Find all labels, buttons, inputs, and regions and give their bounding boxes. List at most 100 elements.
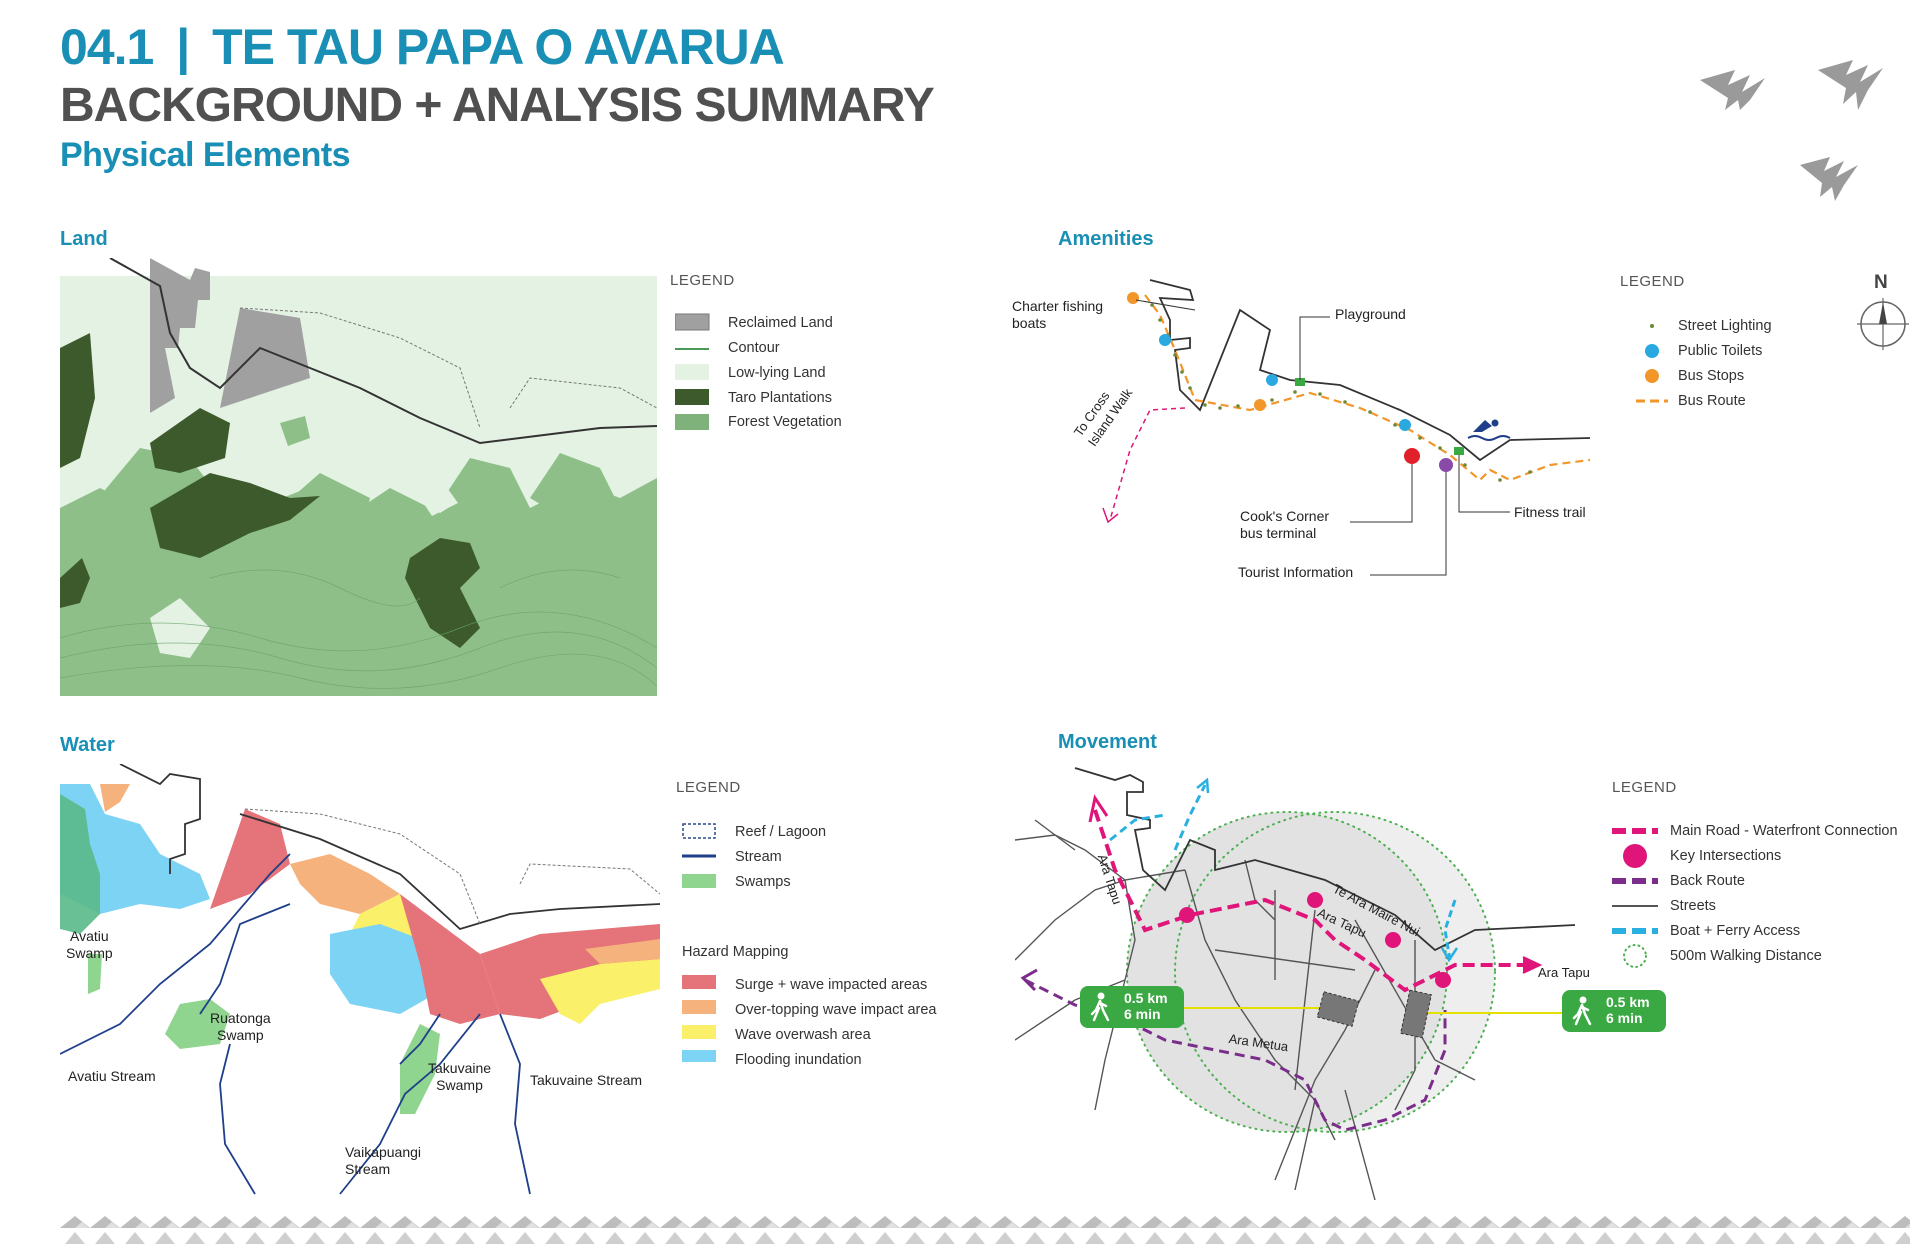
title-separator: | xyxy=(176,19,190,75)
fitness-trail-label: Fitness trail xyxy=(1514,504,1586,520)
ara-tapu-right-label: Ara Tapu xyxy=(1538,965,1590,980)
playground-label: Playground xyxy=(1335,306,1406,322)
walk-time: 6 min xyxy=(1606,1010,1643,1026)
arrow-icon xyxy=(1088,794,1109,823)
hazard-legend-item: Over-topping wave impact area xyxy=(735,1002,937,1018)
leader-line xyxy=(1299,316,1330,380)
forest-patch xyxy=(280,416,310,446)
land-legend-item: Contour xyxy=(728,340,780,356)
amenities-legend-swatches xyxy=(1636,324,1668,403)
key-intersection xyxy=(1435,972,1451,988)
bird-icon xyxy=(1800,157,1858,201)
public-toilet-swatch xyxy=(1645,344,1659,358)
bird-icon xyxy=(1818,60,1883,110)
walking-person-icon xyxy=(1090,992,1110,1022)
land-legend-title: LEGEND xyxy=(670,272,735,289)
public-toilet-marker xyxy=(1399,419,1411,431)
low-lying-patch xyxy=(420,478,458,516)
over-topping-area xyxy=(100,784,130,812)
walk-time: 6 min xyxy=(1124,1006,1161,1022)
key-intersection xyxy=(1179,907,1195,923)
overwash-area xyxy=(540,959,660,1024)
movement-map xyxy=(1015,767,1576,1201)
avatiu-swamp-label: Avatiu Swamp xyxy=(66,928,113,961)
tourist-info-label: Tourist Information xyxy=(1238,564,1354,580)
land-legend-swatches xyxy=(675,313,710,430)
building-block xyxy=(1400,989,1432,1039)
contour-lines xyxy=(60,569,658,689)
forest-swatch xyxy=(675,414,709,430)
key-intersection xyxy=(1307,892,1323,908)
wharf-outline xyxy=(119,764,201,874)
movement-legend-item: 500m Walking Distance xyxy=(1670,948,1822,964)
leader-line xyxy=(1135,299,1196,311)
bus-stop-marker xyxy=(1127,292,1139,304)
takuvaine-swamp xyxy=(400,1024,440,1114)
taro-swatch xyxy=(675,389,709,405)
charter-boats-label: Charter fishing boats xyxy=(1012,298,1104,331)
forest-patch xyxy=(530,453,620,528)
avatiu-stream-label: Avatiu Stream xyxy=(68,1068,156,1084)
compass-north-label: N xyxy=(1874,272,1888,293)
cross-island-walk-path xyxy=(1109,407,1186,521)
forest-patch xyxy=(280,473,370,548)
reef-edge xyxy=(239,307,658,429)
page-subtitle: BACKGROUND + ANALYSIS SUMMARY xyxy=(60,79,935,132)
land-map xyxy=(60,258,658,696)
over-topping-area xyxy=(585,939,660,964)
hazard-mapping-title: Hazard Mapping xyxy=(682,944,789,960)
bus-stop-swatch xyxy=(1645,369,1659,383)
overwash-swatch xyxy=(682,1025,716,1039)
walking-distance-ring xyxy=(1174,811,1496,1133)
flooding-swatch xyxy=(682,1050,716,1062)
bird-icon xyxy=(1700,70,1765,110)
arrow-icon xyxy=(1440,947,1459,963)
coastline xyxy=(239,813,660,931)
amenities-legend-item: Public Toilets xyxy=(1678,343,1763,359)
footer-pattern xyxy=(60,1214,1910,1246)
surge-swatch xyxy=(682,975,716,989)
coastline xyxy=(109,258,658,445)
water-legend-swatches xyxy=(682,823,716,1062)
taro-plantation xyxy=(150,473,320,558)
amenities-section-title: Amenities xyxy=(1058,228,1154,250)
flooding-area xyxy=(330,924,435,1014)
amenities-legend-item: Street Lighting xyxy=(1678,318,1772,334)
surge-area xyxy=(400,894,500,1024)
bus-stop-marker xyxy=(1254,399,1266,411)
land-legend-item: Low-lying Land xyxy=(728,365,826,381)
surge-area xyxy=(210,809,290,909)
over-topping-swatch xyxy=(682,1000,716,1014)
cooks-corner-label: Cook's Corner bus terminal xyxy=(1240,508,1330,541)
public-toilet-marker xyxy=(1159,334,1171,346)
walk-distance-badge: 0.5 km 6 min xyxy=(1080,986,1184,1028)
water-legend-item: Reef / Lagoon xyxy=(735,824,827,840)
reef-lagoon-swatch xyxy=(682,823,716,839)
section-number-title: 04.1 | TE TAU PAPA O AVARUA xyxy=(60,18,785,76)
coastline xyxy=(1074,767,1576,952)
taro-plantation xyxy=(150,408,230,473)
taro-plantation xyxy=(405,538,480,648)
walking-distance-ring xyxy=(1126,811,1448,1133)
takuvaine-stream-label: Takuvaine Stream xyxy=(530,1072,643,1088)
hazard-legend-item: Surge + wave impacted areas xyxy=(735,977,928,993)
fitness-trail-marker xyxy=(1454,447,1464,455)
movement-legend-item: Back Route xyxy=(1670,873,1745,889)
tourist-info-marker xyxy=(1439,458,1453,472)
arrow-icon xyxy=(1102,507,1119,524)
over-topping-area xyxy=(290,854,400,914)
back-route xyxy=(1024,978,1447,1132)
boat-ferry-access xyxy=(1109,784,1207,851)
hazard-legend-item: Wave overwash area xyxy=(735,1027,871,1043)
street-lighting-points xyxy=(1150,303,1532,482)
avatiu-swamp-patch xyxy=(88,954,102,994)
arrow-icon xyxy=(1196,777,1210,794)
reclaimed-land xyxy=(220,308,310,408)
swamps-swatch xyxy=(682,874,716,888)
reclaimed-land-swatch xyxy=(675,313,710,331)
movement-legend-swatches xyxy=(1612,828,1658,968)
amenities-legend-item: Bus Route xyxy=(1678,393,1746,409)
birds-decoration xyxy=(1700,60,1883,201)
hazard-legend-item: Flooding inundation xyxy=(735,1052,862,1068)
vaikapuangi-stream-label: Vaikapuangi Stream xyxy=(345,1144,422,1177)
